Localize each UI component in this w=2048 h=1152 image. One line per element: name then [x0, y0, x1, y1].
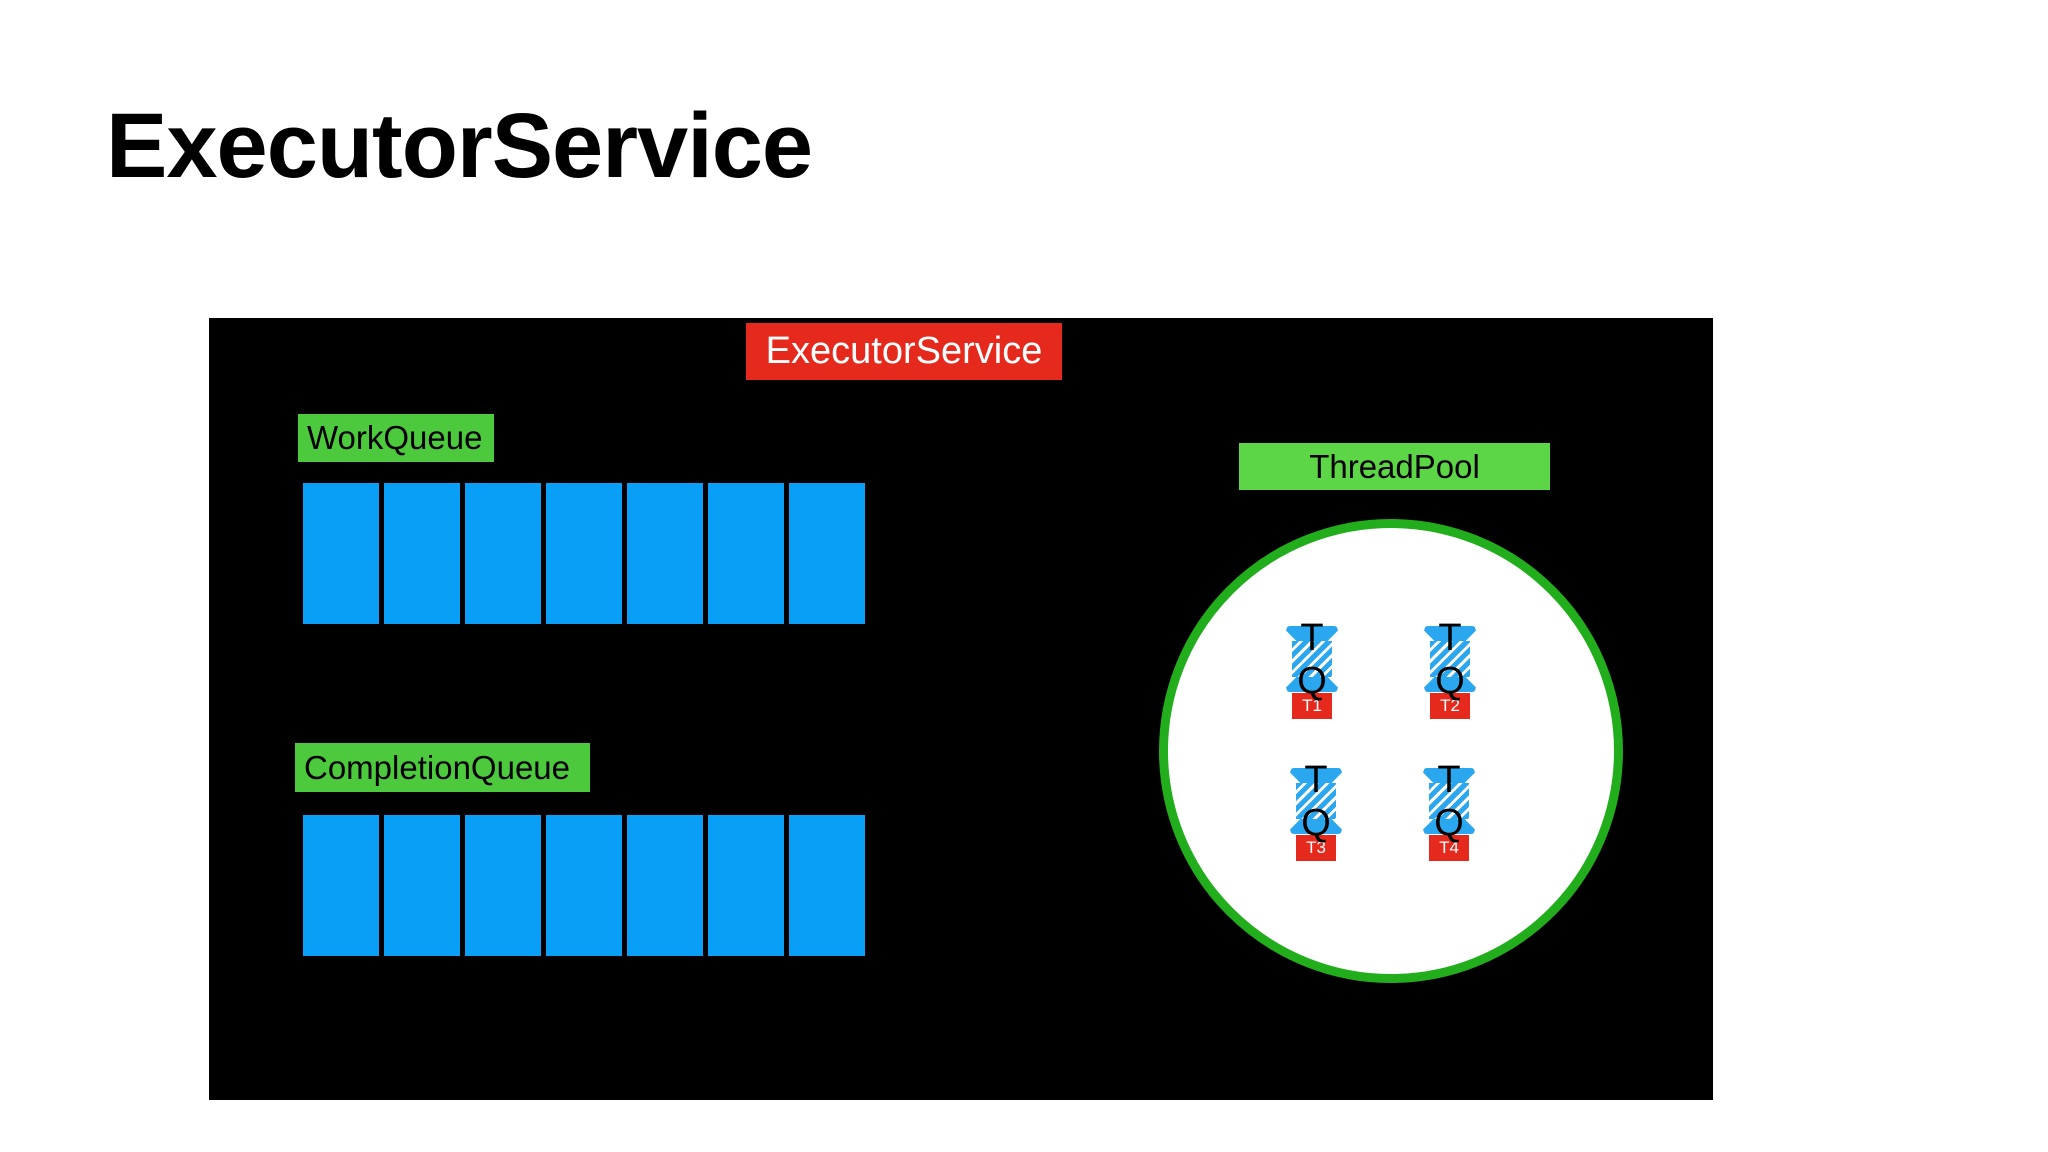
spool-cap-top	[1290, 768, 1342, 783]
queue-slot	[384, 815, 460, 956]
spool-body	[1292, 641, 1332, 677]
executor-service-label: ExecutorService	[746, 323, 1062, 380]
thread-id-badge: T3	[1296, 835, 1336, 861]
spool-cap-bottom	[1423, 819, 1475, 834]
queue-slot	[546, 815, 622, 956]
thread-overlay-letter-bottom: Q	[1434, 802, 1464, 844]
spool-body	[1429, 783, 1469, 819]
queue-slot	[627, 483, 703, 624]
thread-overlay-letter-bottom: Q	[1297, 660, 1327, 702]
thread-pool-circle	[1159, 519, 1623, 983]
queue-slot	[546, 483, 622, 624]
thread-id-badge: T4	[1429, 835, 1469, 861]
thread-unit: T Q T1	[1284, 619, 1340, 719]
thread-id-badge: T1	[1292, 693, 1332, 719]
thread-unit: T Q T4	[1421, 761, 1477, 861]
thread-overlay-letter-top: T	[1437, 759, 1461, 801]
queue-slot	[708, 483, 784, 624]
spool-cap-bottom	[1290, 819, 1342, 834]
thread-overlay-letter-top: T	[1300, 617, 1324, 659]
spool-cap-top	[1424, 626, 1476, 641]
thread-overlay-letter-top: T	[1304, 759, 1328, 801]
work-queue-slots	[303, 483, 865, 624]
queue-slot	[789, 483, 865, 624]
thread-overlay-letter-bottom: Q	[1435, 660, 1465, 702]
queue-slot	[465, 483, 541, 624]
spool-cap-top	[1423, 768, 1475, 783]
spool-cap-bottom	[1286, 677, 1338, 692]
page-title: ExecutorService	[106, 95, 813, 197]
queue-slot	[465, 815, 541, 956]
completion-queue-label: CompletionQueue	[295, 743, 590, 792]
queue-slot	[303, 815, 379, 956]
spool-cap-bottom	[1424, 677, 1476, 692]
thread-pool-label: ThreadPool	[1239, 443, 1550, 490]
spool-body	[1430, 641, 1470, 677]
completion-queue-slots	[303, 815, 865, 956]
thread-overlay-letter-top: T	[1438, 617, 1462, 659]
queue-slot	[789, 815, 865, 956]
thread-unit: T Q T2	[1422, 619, 1478, 719]
queue-slot	[708, 815, 784, 956]
spool-body	[1296, 783, 1336, 819]
queue-slot	[627, 815, 703, 956]
thread-spool-icon: T Q	[1423, 761, 1475, 842]
spool-cap-top	[1286, 626, 1338, 641]
thread-overlay-letter-bottom: Q	[1301, 802, 1331, 844]
thread-spool-icon: T Q	[1286, 619, 1338, 700]
work-queue-label: WorkQueue	[298, 414, 494, 462]
thread-spool-icon: T Q	[1424, 619, 1476, 700]
thread-spool-icon: T Q	[1290, 761, 1342, 842]
executor-service-panel: ExecutorService WorkQueue CompletionQueu…	[209, 318, 1713, 1100]
thread-id-badge: T2	[1430, 693, 1470, 719]
queue-slot	[303, 483, 379, 624]
queue-slot	[384, 483, 460, 624]
thread-unit: T Q T3	[1288, 761, 1344, 861]
